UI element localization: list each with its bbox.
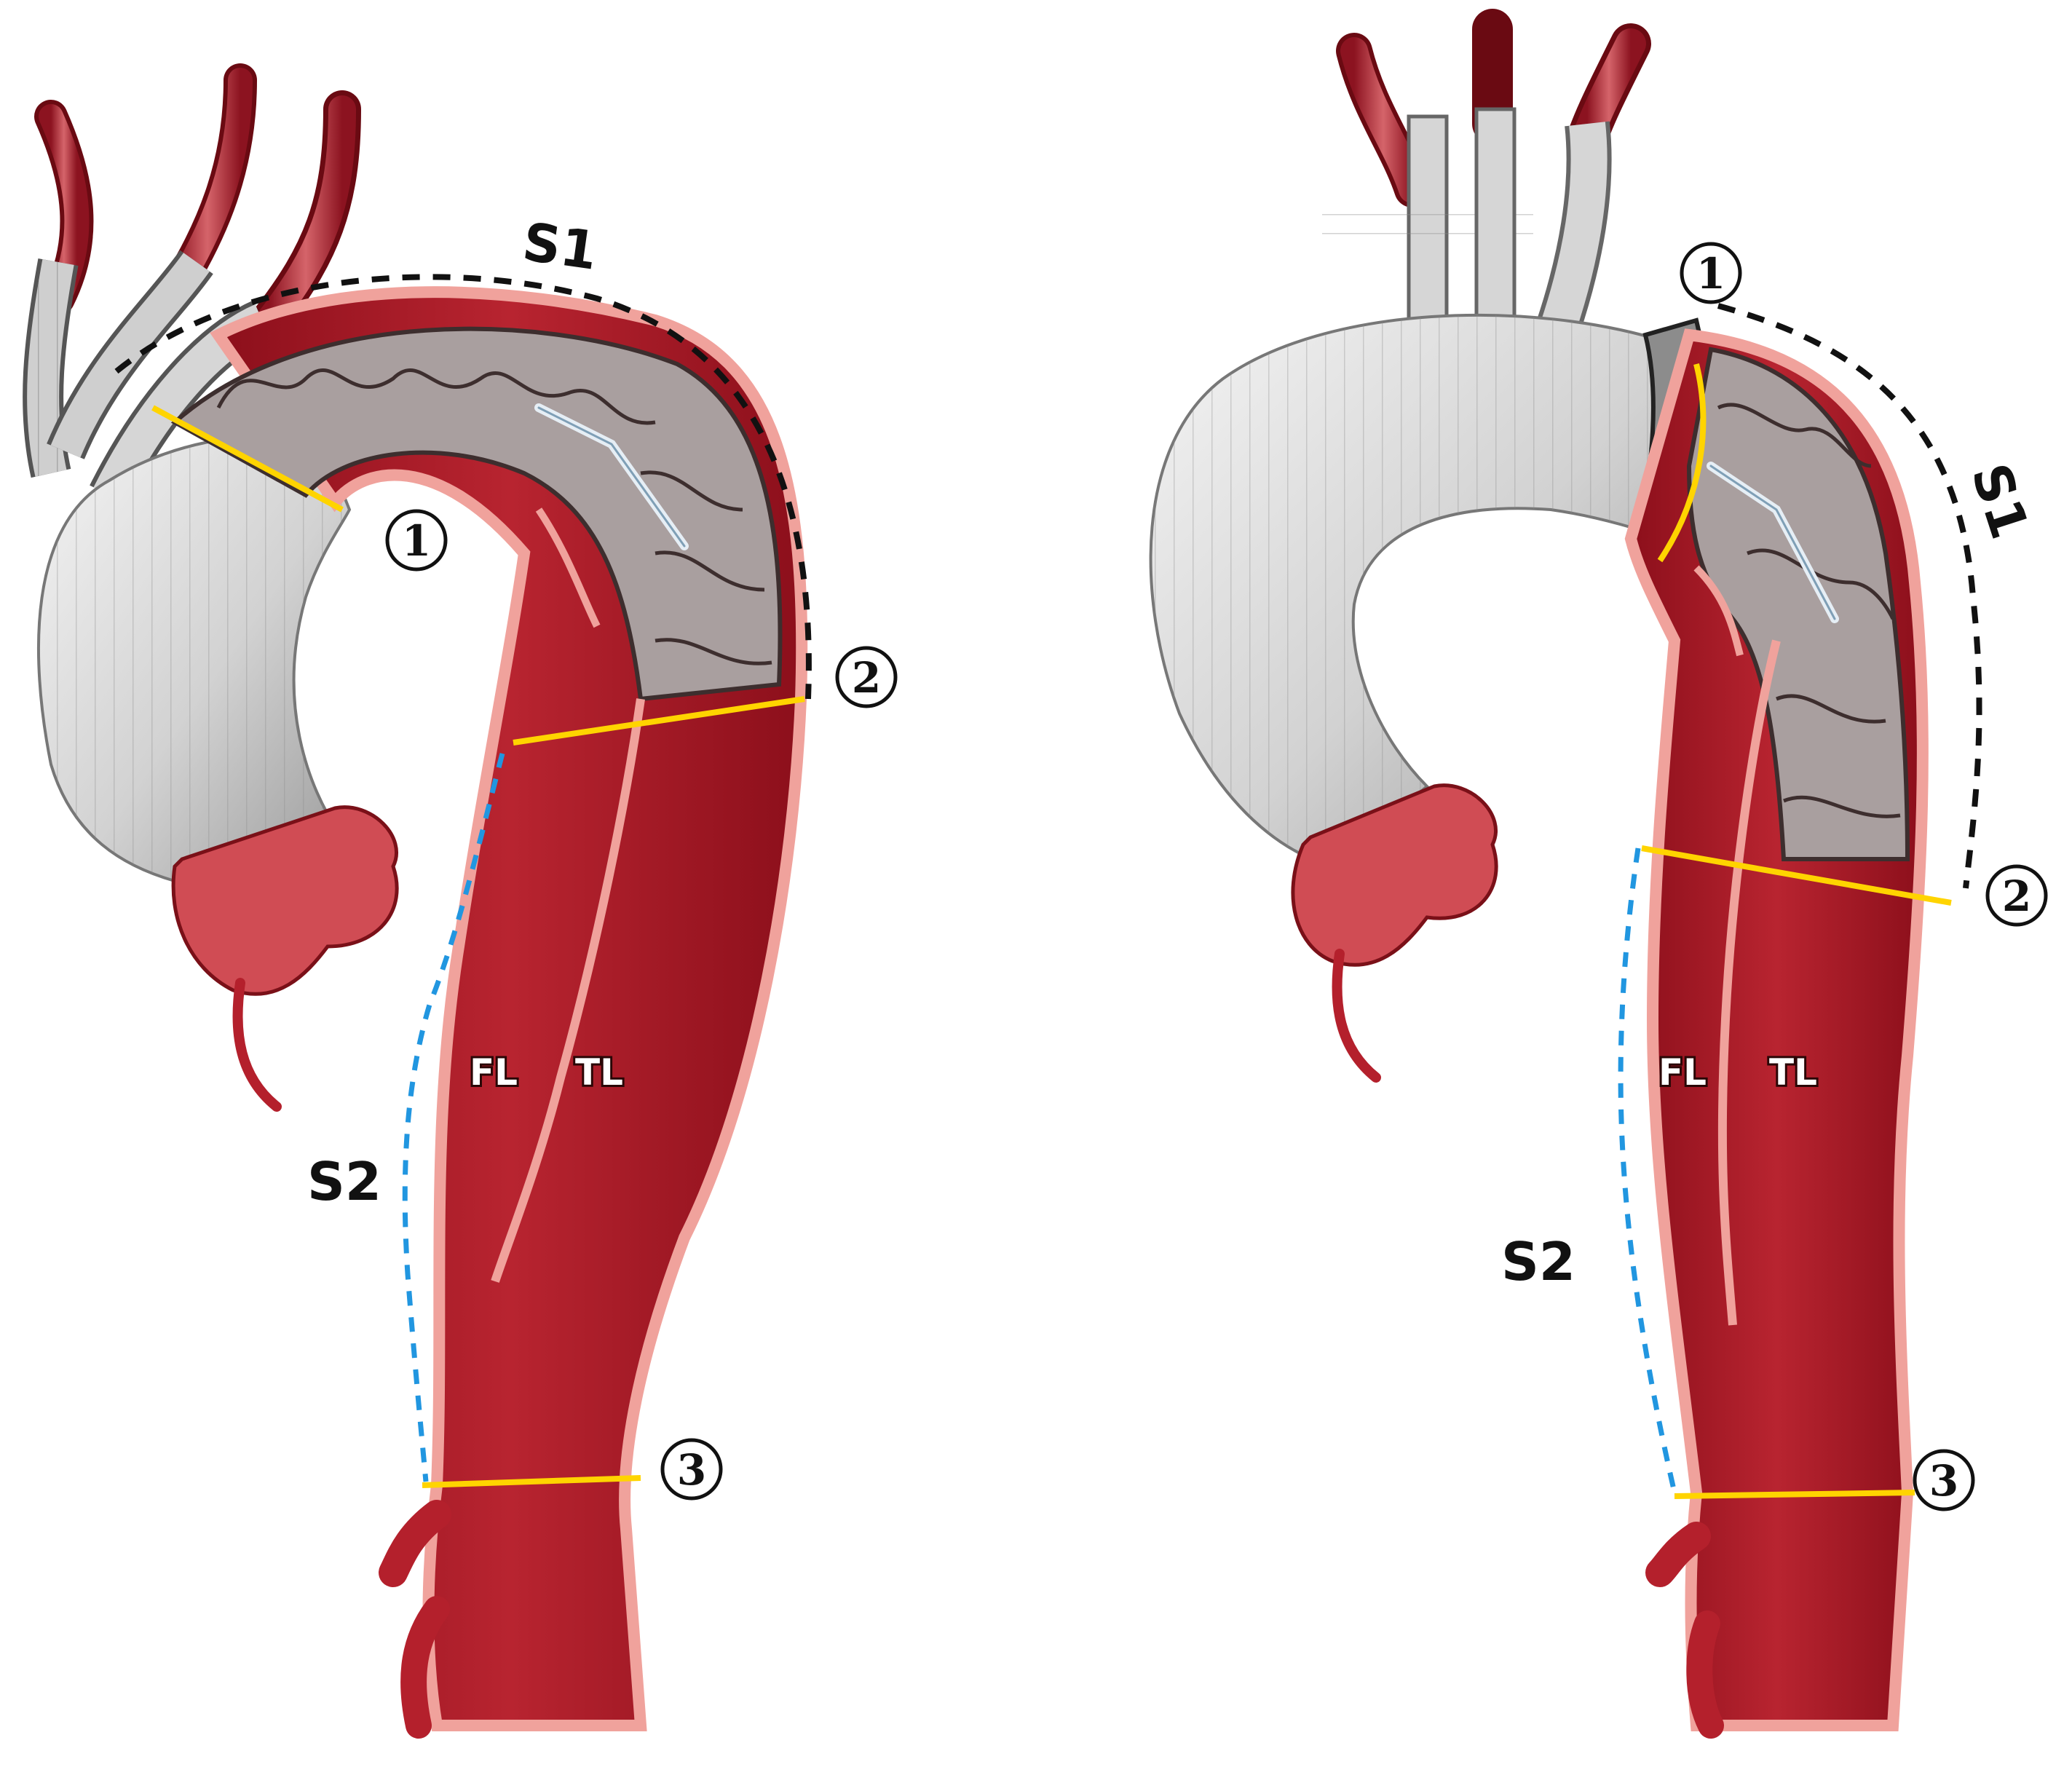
left-false-lumen-label: FL [470, 1051, 518, 1094]
left-aortic-root [171, 805, 399, 996]
left-panel: S1 S2 FL TL 1 2 3 [23, 63, 898, 1739]
right-marker-2: 2 [1985, 864, 2048, 927]
right-zone-3-line [1674, 1490, 1915, 1499]
left-true-lumen-label: TL [575, 1051, 623, 1094]
svg-text:1: 1 [402, 516, 431, 566]
left-stent-graft [170, 326, 783, 702]
right-zone-2-line [1641, 845, 1952, 906]
left-zone-1-line [151, 405, 344, 513]
right-panel: S1 S2 FL TL 1 2 3 [1149, 9, 2048, 1739]
right-dissection-flap [1717, 639, 1781, 1326]
right-marker-1: 1 [1680, 242, 1742, 304]
right-s2-label: S2 [1501, 1231, 1575, 1292]
svg-text:3: 3 [677, 1445, 706, 1495]
right-s1-label: S1 [1960, 456, 2041, 546]
left-s2-label: S2 [307, 1151, 381, 1212]
left-s1-dashed-arc [114, 274, 812, 700]
left-s2-dashed-line [402, 753, 505, 1482]
svg-text:2: 2 [852, 653, 881, 703]
right-s2-dashed-line [1618, 847, 1677, 1493]
right-zone-1-line [1657, 363, 1707, 563]
right-aortic-root [1291, 783, 1498, 967]
right-false-lumen-label: FL [1658, 1051, 1707, 1094]
right-marker-3: 3 [1913, 1449, 1975, 1511]
left-zone-3-line [422, 1475, 641, 1488]
left-marker-1: 1 [385, 509, 448, 572]
svg-text:3: 3 [1929, 1456, 1958, 1506]
left-marker-2: 2 [835, 646, 898, 708]
left-marker-3: 3 [660, 1438, 723, 1501]
svg-text:1: 1 [1696, 249, 1725, 299]
right-true-lumen-label: TL [1769, 1051, 1817, 1094]
right-branched-graft-limbs [1322, 107, 1612, 335]
left-dissection-flap [491, 698, 645, 1283]
left-s1-label: S1 [519, 211, 601, 282]
left-zone-2-line [513, 696, 805, 746]
svg-text:2: 2 [2002, 871, 2031, 921]
